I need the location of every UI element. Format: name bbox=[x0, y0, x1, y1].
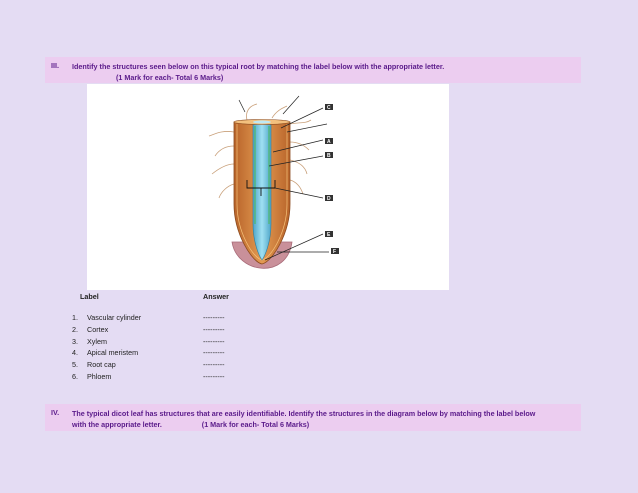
list-item: 5.Root cap--------- bbox=[72, 360, 225, 372]
label-e: E bbox=[327, 232, 331, 238]
question-4-text: The typical dicot leaf has structures th… bbox=[72, 408, 535, 430]
question-3-marks: (1 Mark for each- Total 6 Marks) bbox=[116, 73, 224, 82]
list-item: 2.Cortex--------- bbox=[72, 325, 225, 337]
question-3-number: III. bbox=[51, 61, 59, 70]
list-item: 4.Apical meristem--------- bbox=[72, 348, 225, 360]
label-c: C bbox=[327, 105, 331, 111]
question-4-line1: The typical dicot leaf has structures th… bbox=[72, 409, 536, 418]
bracket-d bbox=[246, 180, 276, 196]
label-a: A bbox=[327, 139, 331, 145]
question-4-number: IV. bbox=[51, 408, 60, 417]
vascular-cylinder-shape bbox=[252, 121, 272, 261]
list-item: 3.Xylem--------- bbox=[72, 337, 225, 349]
question-4-line2: with the appropriate letter. (1 Mark for… bbox=[72, 420, 310, 429]
leader-lines bbox=[238, 95, 329, 261]
label-f: F bbox=[333, 249, 336, 255]
label-d: D bbox=[327, 196, 331, 202]
question-4-bar: IV. The typical dicot leaf has structure… bbox=[45, 404, 581, 431]
answer-blank[interactable]: --------- bbox=[203, 360, 225, 370]
answer-blank[interactable]: --------- bbox=[203, 371, 225, 381]
question-3-bar: III. Identify the structures seen below … bbox=[45, 57, 581, 83]
question-3-text: Identify the structures seen below on th… bbox=[72, 61, 444, 83]
list-item: 1.Vascular cylinder--------- bbox=[72, 313, 225, 325]
label-b: B bbox=[327, 153, 331, 159]
label-answer-list: 1.Vascular cylinder--------- 2.Cortex---… bbox=[72, 313, 225, 384]
list-item: 6.Phloem--------- bbox=[72, 372, 225, 384]
root-diagram: C A B D E F bbox=[87, 84, 449, 290]
question-3-line1: Identify the structures seen below on th… bbox=[72, 62, 445, 71]
answer-column-header: Answer bbox=[203, 292, 229, 301]
root-illustration: C A B D E F bbox=[208, 95, 339, 269]
label-column-header: Label bbox=[80, 292, 99, 301]
answer-blank[interactable]: --------- bbox=[203, 336, 225, 346]
answer-blank[interactable]: --------- bbox=[203, 348, 225, 358]
answer-blank[interactable]: --------- bbox=[203, 324, 225, 334]
answer-blank[interactable]: --------- bbox=[203, 313, 225, 322]
root-hairs bbox=[208, 103, 312, 199]
